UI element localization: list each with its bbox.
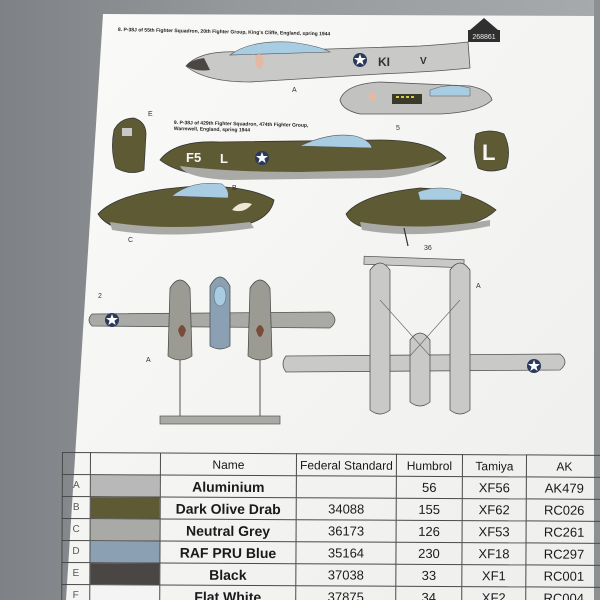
humbrol-code: 56 [396, 476, 463, 499]
callout-e: E [148, 111, 153, 118]
swatch-fill [90, 563, 160, 585]
table-row: D RAF PRU Blue 35164 230 XF18 RC297 [61, 540, 600, 566]
row-letter: B [62, 496, 91, 519]
table-row: F Flat White 37875 34 XF2 RC004 [61, 584, 600, 600]
row-letter: A [62, 474, 91, 497]
table-row: A Aluminium 56 XF56 AK479 [62, 474, 600, 500]
ak-code: AK479 [526, 476, 600, 500]
tamiya-code: XF56 [462, 476, 527, 499]
row-letter: C [62, 518, 91, 541]
swatch-fill [90, 475, 160, 497]
tamiya-code: XF62 [462, 498, 527, 521]
humbrol-code: 33 [395, 564, 462, 587]
tail-serial-plate [468, 30, 500, 42]
header-tamiya: Tamiya [462, 454, 527, 477]
aircraft-top-view [88, 276, 336, 425]
aircraft-9-tail: L [112, 117, 509, 173]
header-humbrol: Humbrol [396, 454, 463, 477]
header-swatch [90, 452, 161, 476]
tamiya-code: XF2 [461, 586, 526, 600]
aircraft-9-side-view: F5 L [159, 134, 447, 180]
callout-a: A [292, 87, 297, 94]
callout-c: C [128, 237, 133, 244]
ak-code: RC297 [525, 542, 600, 566]
swatch-fill [90, 497, 160, 519]
federal-standard: 35164 [295, 541, 397, 565]
tamiya-code: XF53 [462, 520, 527, 543]
aircraft-8-nose-detail [339, 81, 493, 115]
header-name: Name [160, 453, 297, 476]
humbrol-code: 34 [395, 586, 462, 600]
federal-standard: 34088 [296, 497, 397, 521]
nacelle-right-view [345, 187, 497, 247]
paint-name: RAF PRU Blue [159, 541, 297, 564]
paint-name: Dark Olive Drab [160, 497, 297, 520]
paint-name: Flat White [159, 585, 296, 600]
swatch-fill [90, 585, 160, 600]
federal-standard: 36173 [296, 519, 397, 543]
paint-name: Aluminium [160, 475, 297, 498]
color-swatch [90, 518, 161, 542]
table-row: B Dark Olive Drab 34088 155 XF62 RC026 [62, 496, 600, 522]
swatch-fill [90, 519, 160, 541]
federal-standard [296, 475, 397, 499]
ak-code: RC026 [526, 498, 600, 522]
color-swatch [90, 496, 161, 520]
callout-36: 36 [424, 245, 432, 252]
unit-code-2: F5 [186, 150, 201, 165]
table-header-row: Name Federal Standard Humbrol Tamiya AK [62, 452, 600, 478]
tamiya-code: XF1 [461, 564, 526, 587]
humbrol-code: 155 [396, 498, 463, 521]
row-letter: F [61, 584, 90, 600]
unit-code: KI [378, 55, 390, 69]
canopy [229, 41, 332, 56]
callout-a2: A [476, 283, 481, 290]
header-letter [62, 452, 91, 475]
tamiya-code: XF18 [461, 542, 527, 565]
swatch-fill [90, 541, 160, 563]
header-federal-standard: Federal Standard [296, 453, 397, 477]
header-ak: AK [526, 454, 600, 478]
tail-letter: L [482, 140, 495, 165]
callout-b: B [232, 185, 237, 192]
humbrol-code: 126 [396, 520, 463, 543]
callout-2: 2 [98, 293, 102, 300]
paint-reference-table: Name Federal Standard Humbrol Tamiya AK … [61, 452, 600, 600]
color-swatch [90, 474, 161, 498]
table-row: E Black 37038 33 XF1 RC001 [61, 562, 600, 588]
table-row: C Neutral Grey 36173 126 XF53 RC261 [62, 518, 600, 544]
aircraft-8-side-view: KI V [185, 41, 471, 83]
federal-standard: 37038 [295, 563, 396, 587]
federal-standard: 37875 [295, 585, 396, 600]
row-letter: E [61, 562, 90, 585]
ak-code: RC001 [525, 564, 600, 588]
color-swatch [89, 540, 161, 564]
row-letter: D [61, 540, 91, 563]
paint-name: Neutral Grey [160, 519, 297, 542]
paint-name: Black [159, 563, 296, 586]
aircraft-underside-view [282, 255, 566, 415]
color-swatch [89, 584, 160, 600]
humbrol-code: 230 [395, 542, 463, 565]
callout-5: 5 [396, 125, 400, 132]
unit-code-2-letter: L [220, 151, 228, 166]
corner-decal [470, 18, 498, 30]
callout-a3: A [146, 357, 151, 364]
ak-code: RC261 [526, 520, 600, 544]
tail-serial: 268861 [472, 34, 495, 41]
callout-labels: A B C A A E 2 5 36 [98, 87, 481, 364]
ak-code: RC004 [525, 586, 600, 600]
color-swatch [89, 562, 160, 586]
unit-code-letter: V [420, 56, 427, 67]
nacelle-left-view [97, 183, 275, 235]
